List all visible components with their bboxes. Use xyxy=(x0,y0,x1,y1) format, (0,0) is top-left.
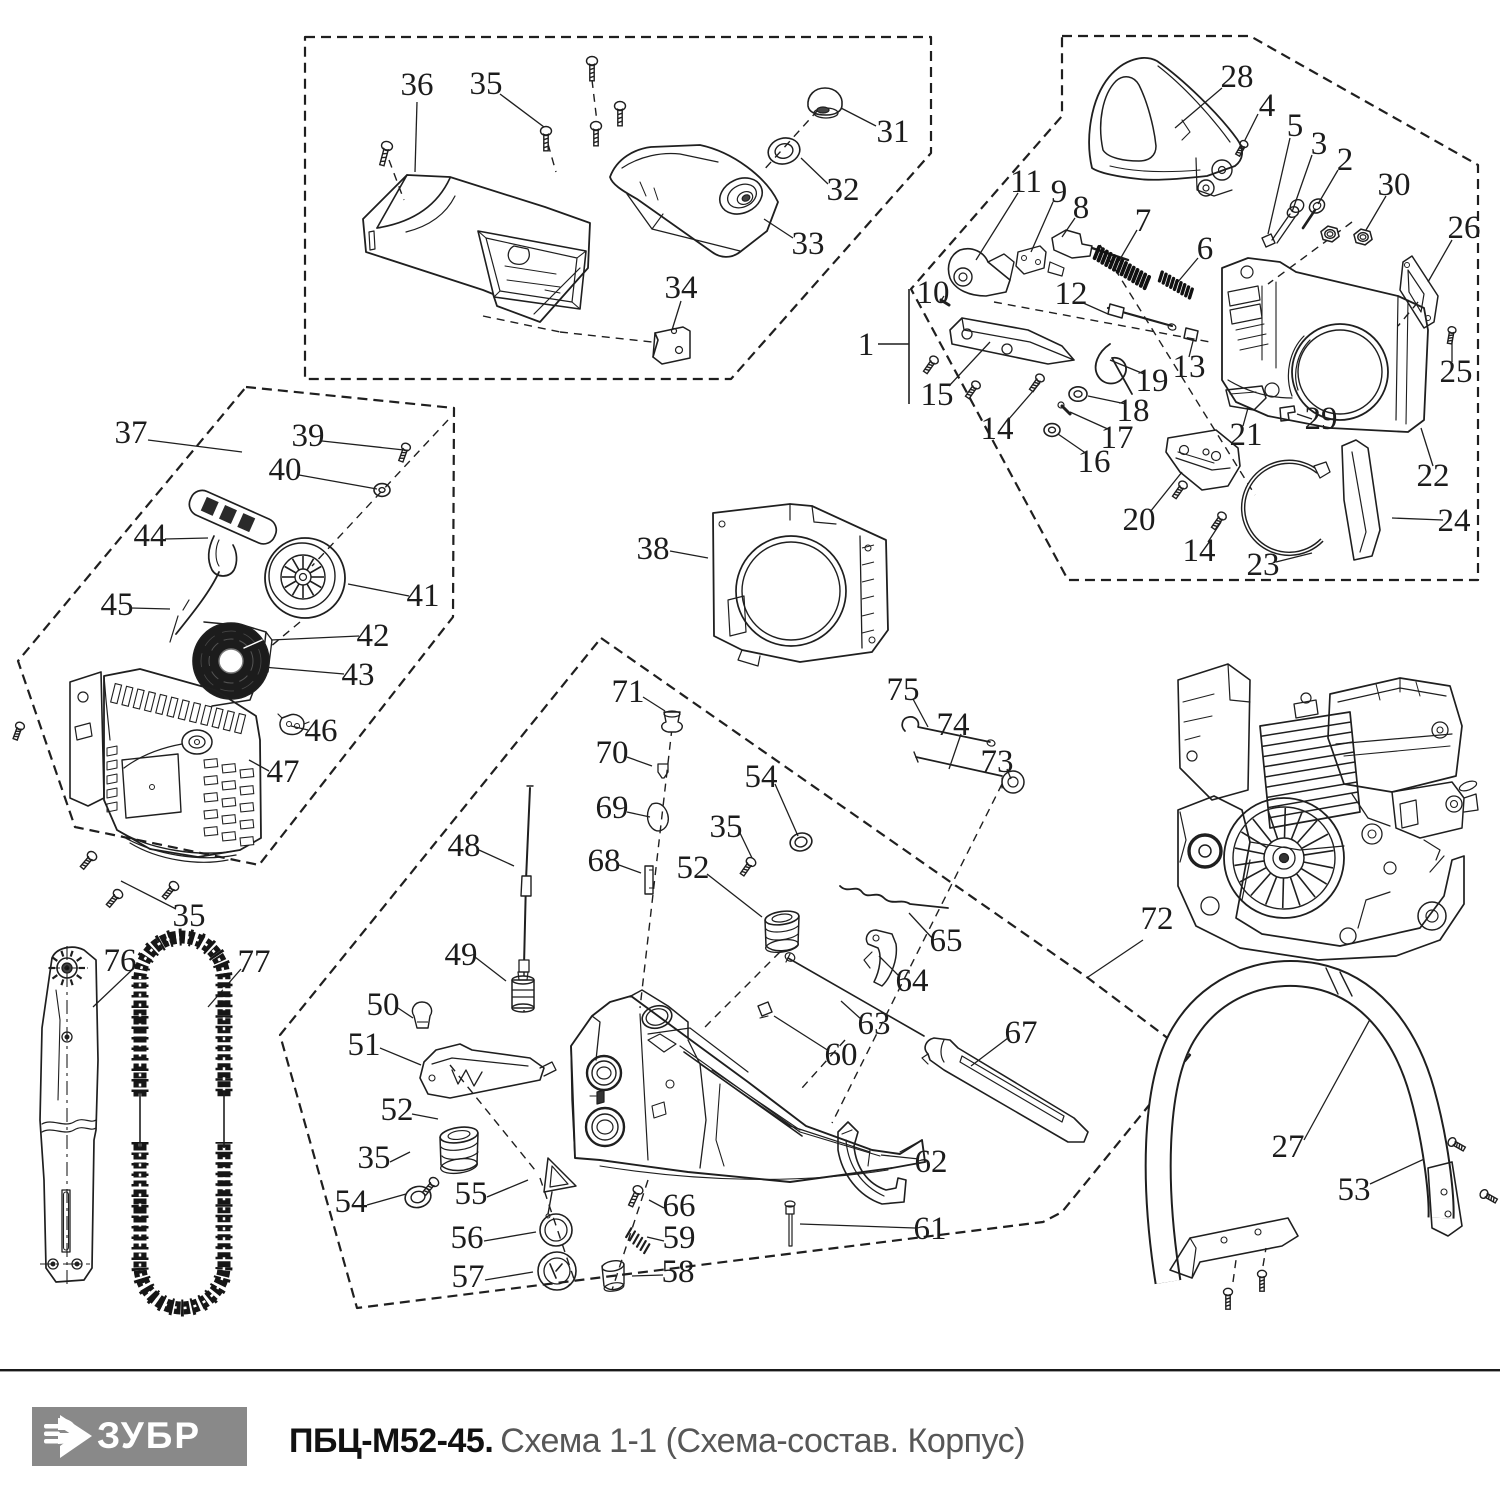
svg-text:33: 33 xyxy=(792,226,825,262)
svg-text:ПБЦ-М52-45.Схема 1-1 (Схема-со: ПБЦ-М52-45.Схема 1-1 (Схема-состав. Корп… xyxy=(289,1422,1025,1460)
svg-text:52: 52 xyxy=(677,850,710,886)
svg-text:38: 38 xyxy=(637,531,670,567)
svg-text:51: 51 xyxy=(348,1027,381,1063)
svg-text:56: 56 xyxy=(451,1220,484,1256)
svg-text:44: 44 xyxy=(134,518,167,554)
svg-text:58: 58 xyxy=(662,1254,695,1290)
svg-text:1: 1 xyxy=(858,327,875,363)
svg-text:14: 14 xyxy=(981,411,1014,447)
svg-text:45: 45 xyxy=(101,587,134,623)
svg-text:77: 77 xyxy=(238,944,271,980)
svg-text:16: 16 xyxy=(1078,444,1111,480)
svg-text:71: 71 xyxy=(612,674,645,710)
svg-text:2: 2 xyxy=(1337,142,1354,178)
svg-text:46: 46 xyxy=(305,713,338,749)
svg-text:60: 60 xyxy=(825,1037,858,1073)
svg-text:25: 25 xyxy=(1440,354,1473,390)
svg-text:21: 21 xyxy=(1230,417,1263,453)
svg-text:74: 74 xyxy=(937,707,970,743)
svg-text:67: 67 xyxy=(1005,1015,1038,1051)
svg-text:54: 54 xyxy=(745,759,778,795)
svg-text:55: 55 xyxy=(455,1176,488,1212)
svg-text:11: 11 xyxy=(1010,164,1042,200)
svg-text:35: 35 xyxy=(173,898,206,934)
svg-text:36: 36 xyxy=(401,67,434,103)
svg-text:27: 27 xyxy=(1272,1129,1305,1165)
svg-text:15: 15 xyxy=(921,377,954,413)
svg-text:20: 20 xyxy=(1123,502,1156,538)
svg-text:47: 47 xyxy=(267,754,300,790)
svg-text:37: 37 xyxy=(115,415,148,451)
svg-text:59: 59 xyxy=(663,1220,696,1256)
svg-text:40: 40 xyxy=(269,452,302,488)
svg-text:22: 22 xyxy=(1417,458,1450,494)
svg-text:49: 49 xyxy=(445,937,478,973)
svg-text:73: 73 xyxy=(981,744,1014,780)
svg-text:6: 6 xyxy=(1197,231,1214,267)
svg-text:3: 3 xyxy=(1311,126,1328,162)
svg-text:5: 5 xyxy=(1287,108,1304,144)
svg-text:35: 35 xyxy=(710,809,743,845)
svg-text:39: 39 xyxy=(292,418,325,454)
svg-text:30: 30 xyxy=(1378,167,1411,203)
svg-text:18: 18 xyxy=(1117,393,1150,429)
svg-text:10: 10 xyxy=(917,275,950,311)
svg-text:32: 32 xyxy=(827,172,860,208)
svg-text:72: 72 xyxy=(1141,901,1174,937)
svg-text:35: 35 xyxy=(358,1140,391,1176)
svg-text:57: 57 xyxy=(452,1259,485,1295)
svg-text:34: 34 xyxy=(665,270,698,306)
svg-text:65: 65 xyxy=(930,923,963,959)
svg-text:76: 76 xyxy=(104,943,137,979)
svg-text:66: 66 xyxy=(663,1188,696,1224)
svg-text:35: 35 xyxy=(470,66,503,102)
svg-text:54: 54 xyxy=(335,1184,368,1220)
svg-text:24: 24 xyxy=(1438,503,1471,539)
svg-text:8: 8 xyxy=(1073,190,1090,226)
svg-text:53: 53 xyxy=(1338,1172,1371,1208)
svg-text:61: 61 xyxy=(914,1211,947,1247)
svg-text:68: 68 xyxy=(588,843,621,879)
svg-text:43: 43 xyxy=(342,657,375,693)
svg-text:28: 28 xyxy=(1221,59,1254,95)
svg-text:12: 12 xyxy=(1055,276,1088,312)
svg-text:62: 62 xyxy=(915,1144,948,1180)
svg-text:9: 9 xyxy=(1051,174,1068,210)
svg-text:69: 69 xyxy=(596,790,629,826)
svg-text:26: 26 xyxy=(1448,210,1481,246)
svg-text:48: 48 xyxy=(448,828,481,864)
svg-text:17: 17 xyxy=(1101,420,1134,456)
svg-text:19: 19 xyxy=(1136,363,1169,399)
svg-text:64: 64 xyxy=(896,963,929,999)
svg-text:4: 4 xyxy=(1259,88,1276,124)
svg-text:41: 41 xyxy=(407,578,440,614)
svg-text:50: 50 xyxy=(367,987,400,1023)
svg-text:63: 63 xyxy=(858,1006,891,1042)
svg-text:70: 70 xyxy=(596,735,629,771)
svg-text:ЗУБР: ЗУБР xyxy=(97,1415,201,1456)
svg-text:7: 7 xyxy=(1135,203,1152,239)
svg-text:42: 42 xyxy=(357,618,390,654)
svg-text:52: 52 xyxy=(381,1092,414,1128)
svg-text:31: 31 xyxy=(877,114,910,150)
